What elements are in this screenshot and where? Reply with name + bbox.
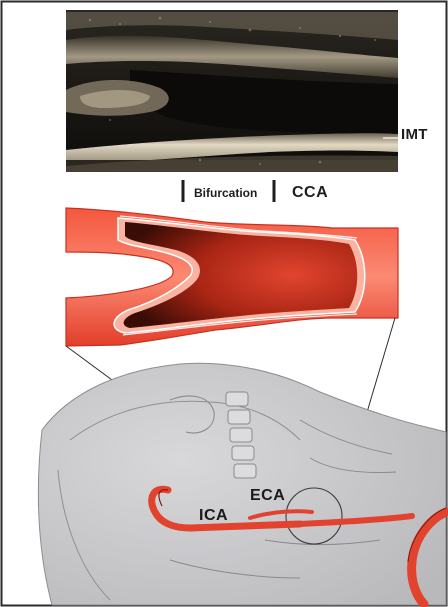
ica-label: ICA xyxy=(199,507,228,525)
ultrasound-image xyxy=(66,10,398,172)
bifurcation-label: Bifurcation xyxy=(194,186,257,200)
eca-label: ECA xyxy=(250,487,285,505)
imt-label: IMT xyxy=(401,126,428,143)
cca-label: CCA xyxy=(292,184,328,202)
